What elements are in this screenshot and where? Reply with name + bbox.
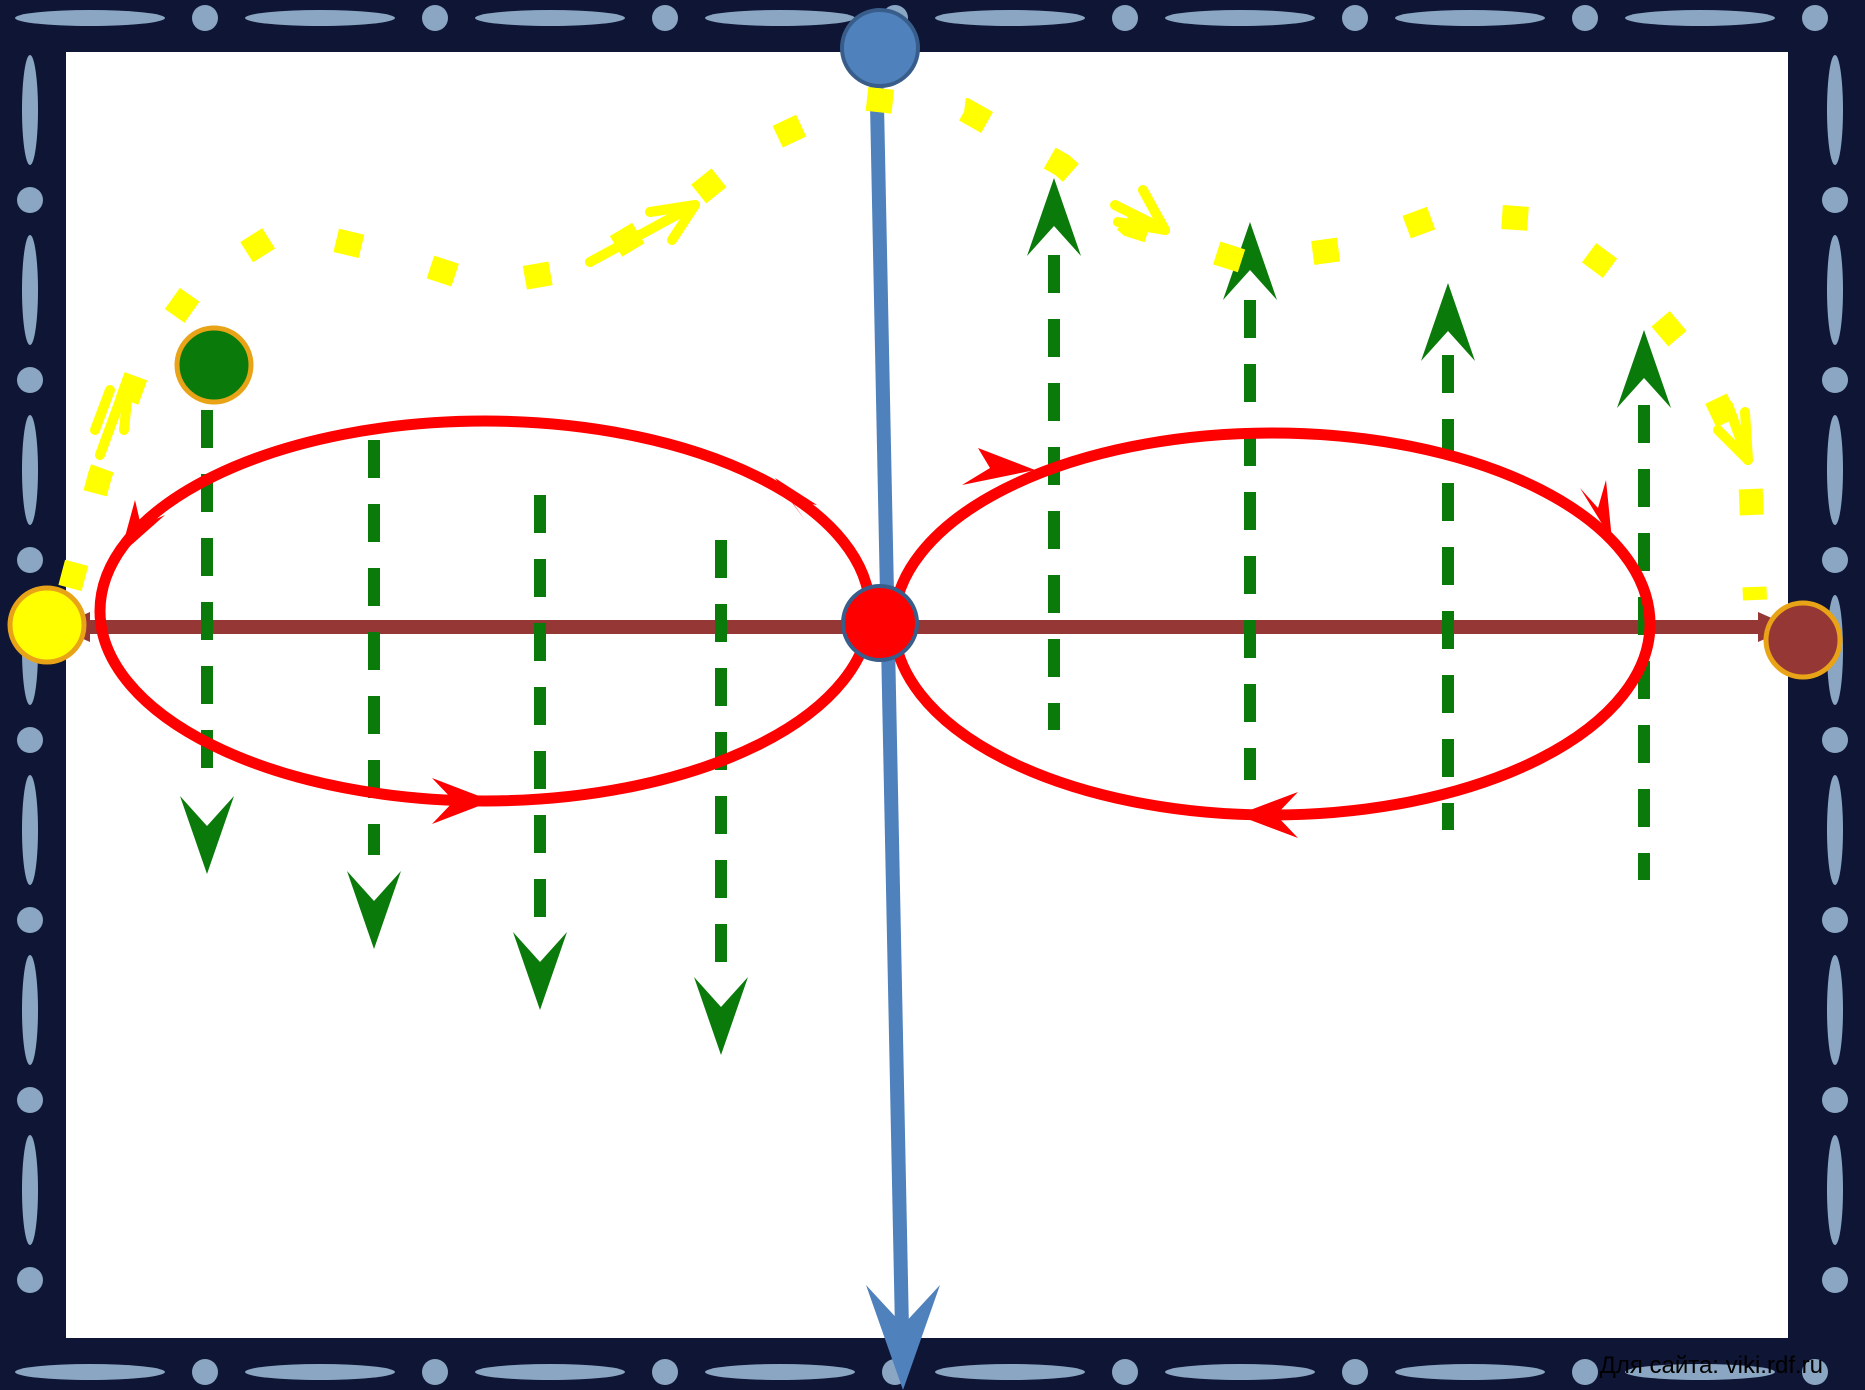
frame-ornament-long [935, 10, 1085, 26]
frame-ornament-long [15, 10, 165, 26]
frame-ornament-long [22, 235, 38, 345]
frame-ornament-round [1572, 1359, 1598, 1385]
frame-ornament-round [17, 187, 43, 213]
frame-ornament-long [22, 415, 38, 525]
frame-ornament-long [22, 955, 38, 1065]
left-loop-arrow-bottom [432, 778, 492, 824]
field-arrowhead-down-1 [180, 796, 234, 874]
frame-ornament-long [22, 1135, 38, 1245]
frame-ornament-long [1625, 10, 1775, 26]
frame-ornament-round [17, 547, 43, 573]
frame-ornament-round [17, 1087, 43, 1113]
frame-ornament-round [1822, 547, 1848, 573]
frame-ornament-round [1802, 5, 1828, 31]
right-node [1763, 600, 1843, 680]
frame-ornament-round [17, 367, 43, 393]
frame-ornament-long [245, 1364, 395, 1380]
frame-ornaments [15, 5, 1848, 1385]
field-arrowhead-up-1 [1027, 178, 1081, 256]
vertical-axis-arrowhead [866, 1285, 940, 1390]
frame-ornament-long [475, 1364, 625, 1380]
frame-ornament-round [652, 5, 678, 31]
frame-ornament-long [1827, 775, 1843, 885]
frame-ornament-long [475, 10, 625, 26]
frame-ornament-long [1827, 1135, 1843, 1245]
left-loop [94, 415, 876, 807]
vertical-axis [869, 54, 909, 1331]
frame-ornament-long [1625, 1364, 1775, 1380]
frame-ornament-long [1165, 10, 1315, 26]
frame-ornament-long [22, 775, 38, 885]
dotted-path [58, 85, 1767, 601]
frame-ornament-round [1572, 5, 1598, 31]
frame-ornament-round [422, 1359, 448, 1385]
frame-ornament-round [1822, 367, 1848, 393]
frame-ornament-round [192, 5, 218, 31]
left-loop-arrow-upper-right [775, 478, 817, 520]
frame-ornament-round [652, 1359, 678, 1385]
field-lines-left [201, 410, 727, 965]
frame-ornament-long [245, 10, 395, 26]
frame-ornament-round [1112, 5, 1138, 31]
field-arrowhead-up-4 [1617, 330, 1671, 408]
frame-ornament-long [935, 1364, 1085, 1380]
frame-ornament-long [1827, 235, 1843, 345]
site-caption: Для сайта: viki.rdf.ru [1599, 1352, 1823, 1379]
upper-left-node [174, 325, 254, 405]
frame-ornament-round [1822, 1087, 1848, 1113]
dotted-path-arrowheads [90, 185, 1753, 465]
right-loop-arrow-bottom [1237, 792, 1298, 838]
frame-ornament-round [17, 727, 43, 753]
frame-ornament-round [1342, 5, 1368, 31]
field-lines-right [1048, 255, 1650, 880]
right-loop-arrow-top [962, 448, 1035, 485]
frame-ornament-long [1827, 415, 1843, 525]
frame-ornament-round [1112, 1359, 1138, 1385]
field-arrowheads-right [1027, 178, 1671, 408]
frame-ornament-round [1802, 1359, 1828, 1385]
right-loop-arrow-right [1580, 480, 1612, 540]
frame-ornament-round [1342, 1359, 1368, 1385]
left-node [7, 585, 87, 665]
frame-ornament-long [705, 1364, 855, 1380]
frame-ornament-long [1165, 1364, 1315, 1380]
frame-ornament-long [705, 10, 855, 26]
frame-ornament-round [1822, 187, 1848, 213]
frame-ornament-round [1822, 1267, 1848, 1293]
frame-ornament-round [17, 907, 43, 933]
frame-ornament-round [192, 1359, 218, 1385]
field-arrowhead-up-2 [1223, 222, 1277, 300]
frame-ornament-round [1822, 727, 1848, 753]
frame-ornament-long [1395, 10, 1545, 26]
frame-ornament-round [422, 5, 448, 31]
center-node [841, 584, 919, 662]
frame-ornament-long [1827, 55, 1843, 165]
frame-ornament-round [17, 1267, 43, 1293]
field-arrowhead-down-2 [347, 871, 401, 949]
field-arrowhead-up-3 [1421, 283, 1475, 361]
left-loop-arrow-left [120, 500, 165, 555]
loop-arrowheads [120, 448, 1612, 838]
field-arrowhead-down-4 [694, 977, 748, 1055]
top-node [840, 8, 920, 88]
frame-ornament-long [1827, 955, 1843, 1065]
frame-ornament-round [1822, 907, 1848, 933]
field-arrowhead-down-3 [513, 932, 567, 1010]
frame-ornament-long [15, 1364, 165, 1380]
frame-ornament-long [1395, 1364, 1545, 1380]
field-arrowheads-left [180, 796, 748, 1055]
frame-ornament-long [22, 55, 38, 165]
